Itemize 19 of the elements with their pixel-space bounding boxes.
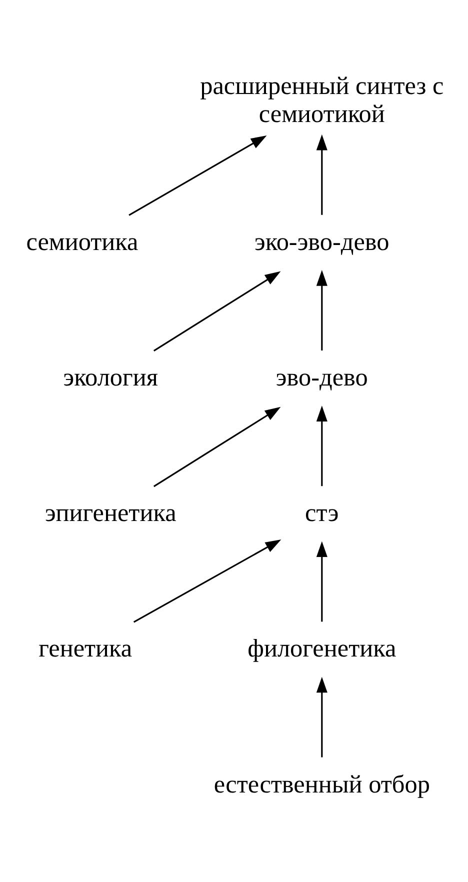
node-text: филогенетика (248, 636, 396, 663)
node-text: эпигенетика (44, 500, 176, 528)
arrow (128, 136, 267, 216)
node-text: экология (63, 364, 158, 392)
node-text: естественный отбор (214, 771, 430, 798)
arrow (316, 541, 328, 622)
node-text: эко-эво-дево (254, 228, 390, 256)
node-text: стэ (305, 500, 339, 528)
arrow (153, 271, 281, 352)
node-text: эво-дево (276, 364, 368, 392)
arrow (153, 406, 281, 488)
node-text: семиотика (26, 228, 138, 256)
arrow (316, 406, 328, 486)
arrow (316, 134, 328, 215)
arrow (316, 676, 328, 758)
arrow (316, 270, 328, 350)
node-text: расширенный синтез с семиотикой (200, 72, 444, 128)
node-text: генетика (38, 636, 132, 663)
arrow (133, 539, 282, 623)
